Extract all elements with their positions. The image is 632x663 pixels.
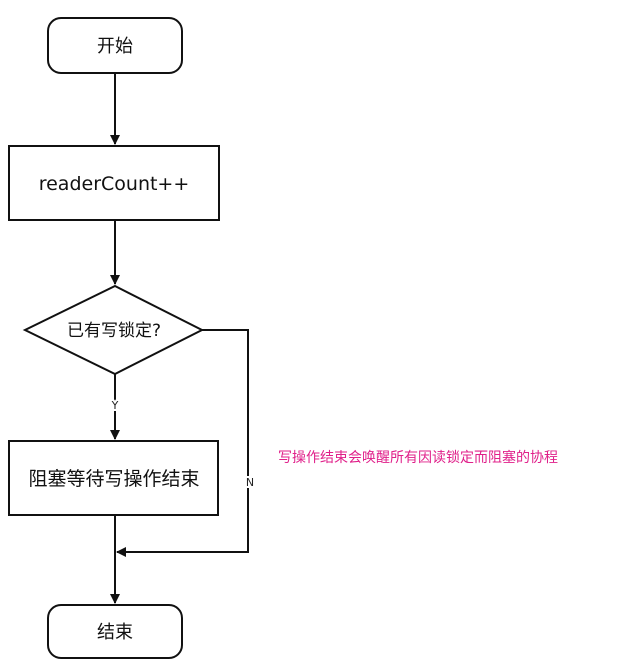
decision-label: 已有写锁定? bbox=[67, 321, 161, 341]
start-label: 开始 bbox=[97, 36, 133, 57]
wait-node bbox=[8, 440, 219, 516]
wake-annotation: 写操作结束会唤醒所有因读锁定而阻塞的协程 bbox=[278, 449, 558, 466]
end-node bbox=[47, 604, 183, 659]
no-label: N bbox=[246, 476, 254, 489]
end-label: 结束 bbox=[97, 622, 133, 643]
increment-node bbox=[8, 145, 220, 221]
increment-label: readerCount++ bbox=[39, 173, 190, 195]
edge-no bbox=[116, 329, 249, 557]
wait-label: 阻塞等待写操作结束 bbox=[28, 468, 199, 490]
yes-label: Y bbox=[111, 399, 119, 412]
